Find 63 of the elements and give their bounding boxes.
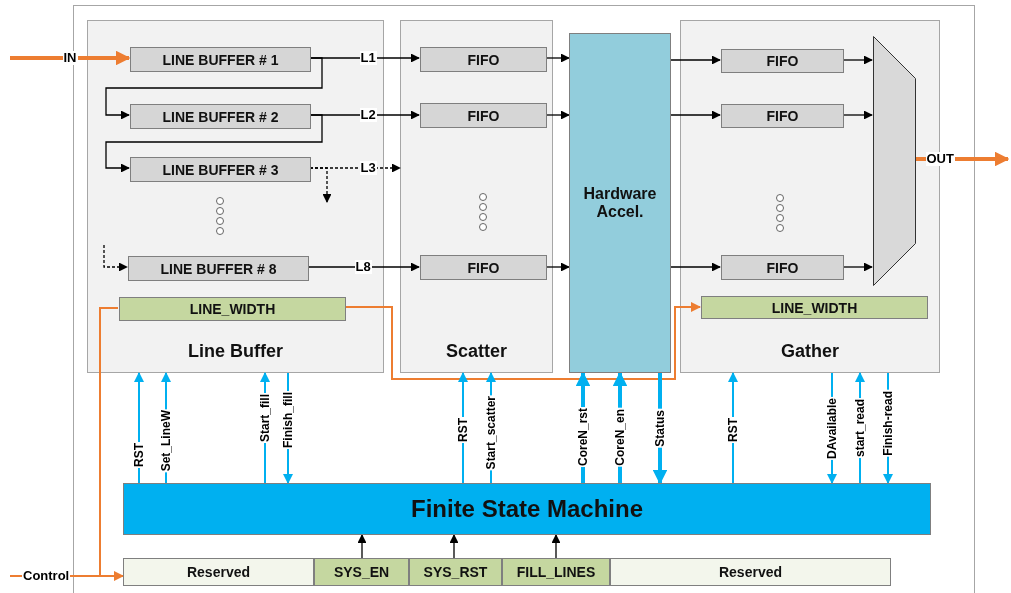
line-buffer-block: LINE BUFFER # 3 xyxy=(130,157,311,182)
fifo-block: FIFO xyxy=(420,47,547,72)
arrow xyxy=(670,262,721,272)
arrow xyxy=(449,534,459,559)
arrow xyxy=(105,114,323,173)
edge-label: Start_fill xyxy=(258,393,272,443)
register-block: LINE_WIDTH xyxy=(701,296,928,319)
arrow xyxy=(105,57,323,120)
fifo-block: FIFO xyxy=(721,255,844,280)
edge-label: Set_LineW xyxy=(159,408,173,472)
edge-label: Finish_fill xyxy=(281,391,295,449)
fifo-block: FIFO xyxy=(420,255,547,280)
arrow xyxy=(842,262,873,272)
arrow xyxy=(545,110,570,120)
register-field: SYS_EN xyxy=(314,558,409,586)
panel-title: Gather xyxy=(780,341,840,362)
arrow xyxy=(551,534,561,559)
panel-title: Line Buffer xyxy=(187,341,284,362)
fifo-block: FIFO xyxy=(721,104,844,128)
connector-line xyxy=(99,307,119,577)
register-field: SYS_RST xyxy=(409,558,502,586)
edge-label: RST xyxy=(726,417,740,443)
arrow xyxy=(309,163,401,173)
register-field: FILL_LINES xyxy=(502,558,610,586)
arrow xyxy=(842,110,873,120)
arrow xyxy=(307,262,420,272)
edge-label: Finish-read xyxy=(881,389,895,457)
stage-panel xyxy=(400,20,553,373)
edge-label: IN xyxy=(62,51,78,65)
edge-label: CoreN_rst xyxy=(576,407,590,468)
line-buffer-block: LINE BUFFER # 2 xyxy=(130,104,311,129)
edge-label: CoreN_en xyxy=(613,407,627,467)
register-block: LINE_WIDTH xyxy=(119,297,346,321)
edge-label: start_read xyxy=(853,398,867,459)
arrow xyxy=(545,262,570,272)
arrow xyxy=(10,50,131,66)
edge-label: RST xyxy=(132,442,146,468)
edge-label: Start_scatter xyxy=(484,394,498,470)
arrow xyxy=(670,55,721,65)
multiplexer-shape xyxy=(873,36,916,286)
edge-label: DAvailable xyxy=(825,396,839,460)
fifo-block: FIFO xyxy=(420,103,547,128)
arrow xyxy=(309,53,420,63)
arrow xyxy=(545,53,570,63)
arrow xyxy=(842,55,873,65)
line-buffer-block: LINE BUFFER # 8 xyxy=(128,256,309,281)
register-field: Reserved xyxy=(123,558,314,586)
stage-panel xyxy=(87,20,384,373)
edge-label: RST xyxy=(456,417,470,443)
panel-title: Scatter xyxy=(445,341,508,362)
edge-label: Status xyxy=(653,408,667,448)
edge-label: Control xyxy=(22,569,71,583)
arrow xyxy=(103,244,128,272)
edge-label: OUT xyxy=(925,152,955,166)
arrow xyxy=(357,534,367,559)
arrow xyxy=(670,110,721,120)
register-field: Reserved xyxy=(610,558,891,586)
fifo-block: FIFO xyxy=(721,49,844,73)
arrow xyxy=(344,301,702,380)
accelerator-block: Hardware Accel. xyxy=(569,33,671,373)
state-machine-block: Finite State Machine xyxy=(123,483,931,535)
arrow xyxy=(309,110,420,120)
line-buffer-block: LINE BUFFER # 1 xyxy=(130,47,311,72)
